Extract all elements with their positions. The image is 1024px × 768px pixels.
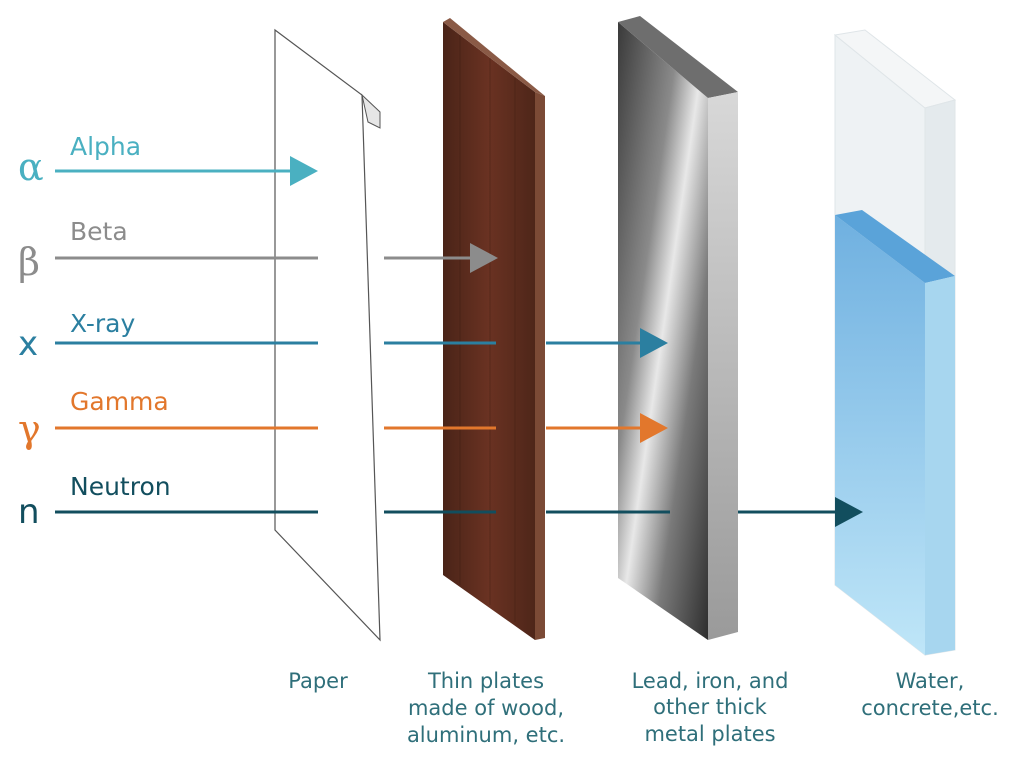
neutron-arrowhead [835, 497, 863, 527]
xray-label: X-ray [70, 309, 136, 338]
water-caption-line-2: concrete,etc. [861, 696, 999, 720]
neutron-symbol: n [18, 492, 40, 532]
paper-sheet [274, 28, 381, 642]
alpha-symbol: α [18, 145, 44, 189]
neutron-label: Neutron [70, 472, 171, 501]
beta-arrowhead [470, 243, 498, 273]
radiation-rays [55, 156, 863, 527]
wood-caption-line-2: made of wood, [408, 696, 564, 720]
lead-plate [618, 16, 738, 640]
xray-arrowhead [640, 328, 668, 358]
beta-label: Beta [70, 217, 128, 246]
alpha-label: Alpha [70, 132, 141, 161]
lead-caption-line-2: other thick [653, 695, 768, 719]
alpha-arrowhead [290, 156, 318, 186]
wood-plate [443, 18, 545, 640]
wood-caption-line-1: Thin plates [427, 669, 544, 693]
lead-caption-line-3: metal plates [644, 722, 775, 746]
water-tank [833, 29, 957, 657]
gamma-label: Gamma [70, 387, 169, 416]
water-caption-line-1: Water, [896, 669, 965, 693]
beta-symbol: β [18, 240, 40, 284]
xray-symbol: x [18, 324, 38, 364]
paper-caption: Paper [288, 669, 348, 693]
lead-caption-line-1: Lead, iron, and [632, 669, 789, 693]
gamma-arrowhead [640, 413, 668, 443]
gamma-symbol: γ [18, 407, 41, 451]
wood-caption-line-3: aluminum, etc. [407, 723, 565, 747]
